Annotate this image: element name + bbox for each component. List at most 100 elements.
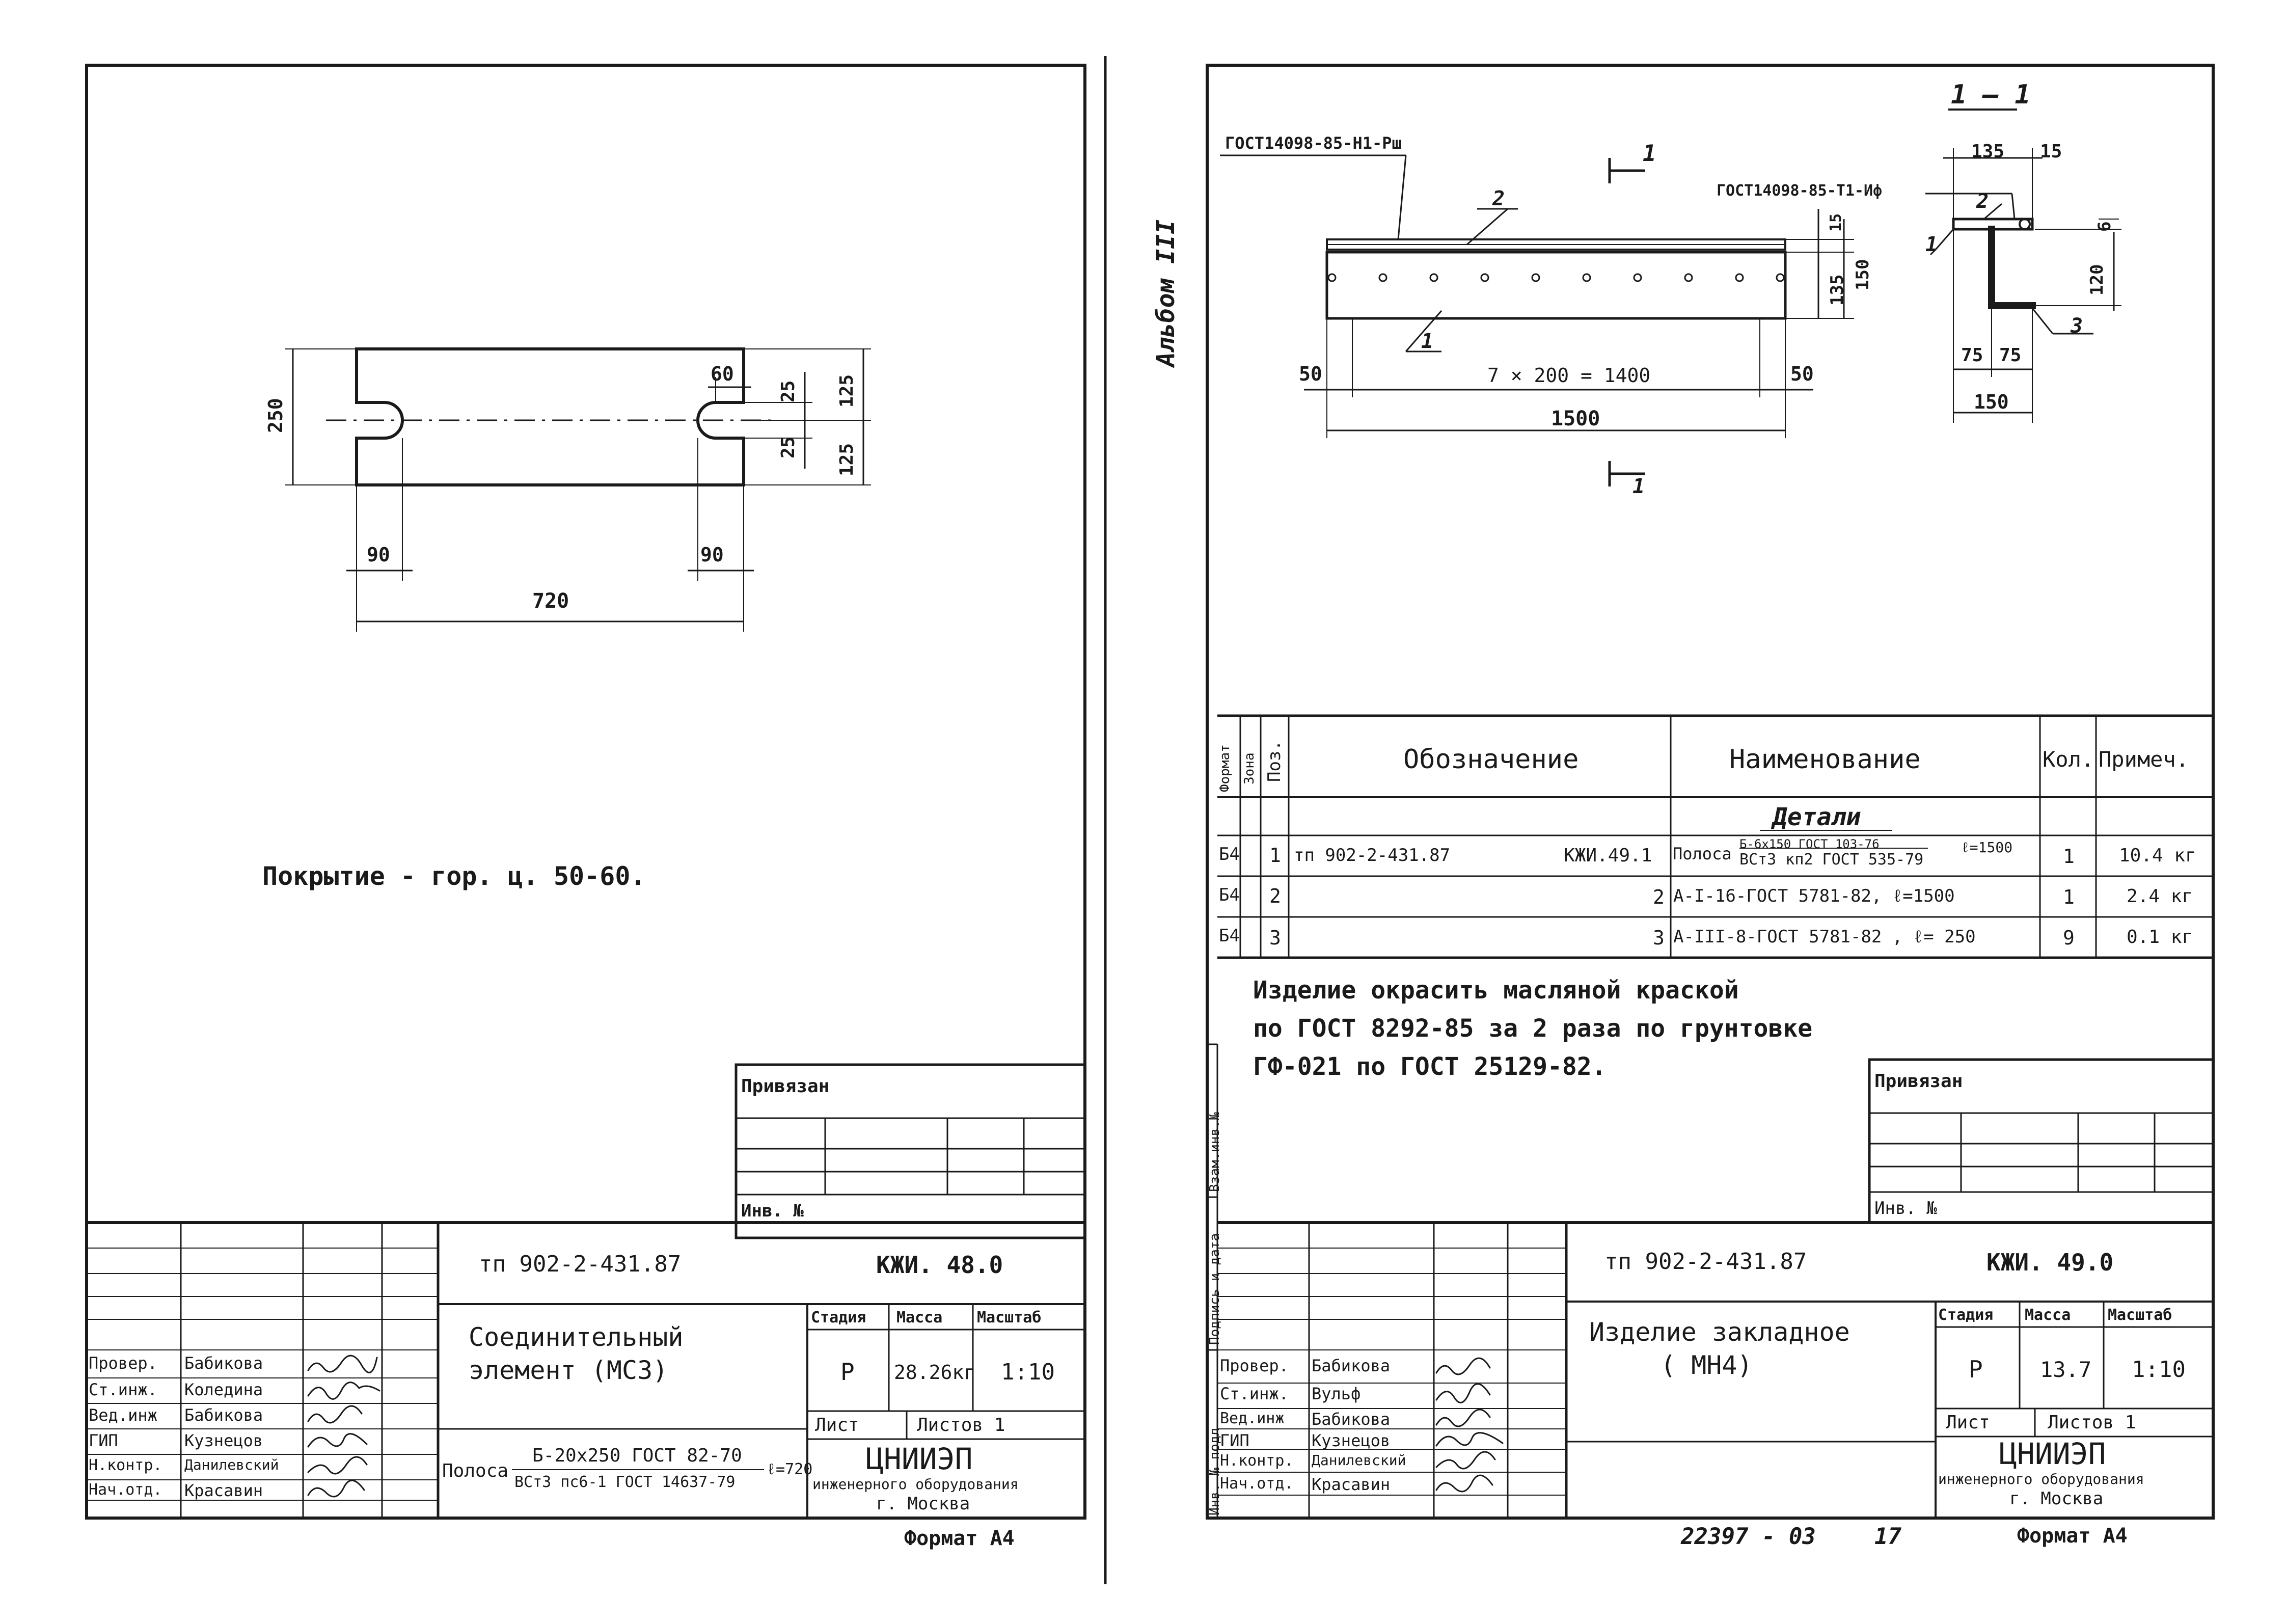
spec-r3-name: А-III-8-ГОСТ 5781-82 , ℓ= 250 — [1673, 927, 1976, 947]
privyazan-label-right: Привязан — [1874, 1071, 1963, 1092]
format-left: Формат А4 — [904, 1527, 1015, 1550]
dim-90-left: 90 — [367, 544, 390, 566]
dim-50-left: 50 — [1299, 363, 1322, 385]
spec-h-zone: Зона — [1242, 752, 1257, 784]
spec-h-designation: Обозначение — [1403, 744, 1579, 775]
spec-r1-name-len: ℓ=1500 — [1961, 839, 2013, 856]
spec-r2-name: А-I-16-ГОСТ 5781-82, ℓ=1500 — [1673, 886, 1955, 906]
tb-right-scale-h: Масштаб — [2108, 1306, 2172, 1324]
tb-left-org-sub2: г. Москва — [876, 1494, 970, 1514]
tb-left-stage: Р — [840, 1358, 855, 1386]
tb-left-name-row-4: Кузнецов — [184, 1431, 263, 1450]
dim-125-top: 125 — [836, 374, 857, 408]
tb-right-scale: 1:10 — [2132, 1357, 2186, 1383]
spec-r1-name-bot: ВСт3 кп2 ГОСТ 535-79 — [1739, 851, 1924, 869]
inv-no-label-right: Инв. № — [1874, 1198, 1937, 1219]
tb-right-name-row-6: Красавин — [1312, 1475, 1391, 1494]
tb-right-role-1: Провер. — [1220, 1356, 1289, 1375]
tb-left-name-row-1: Бабикова — [184, 1354, 263, 1373]
dim-135-top: 135 — [1971, 141, 2005, 162]
tb-right-role-3: Вед.инж — [1220, 1410, 1285, 1427]
spec-r1-name-top: Б-6х150 ГОСТ 103-76 — [1739, 837, 1880, 851]
gost-right-callout: ГОСТ14098-85-Т1-Иф — [1717, 182, 1883, 200]
spec-r3-pos: 3 — [1269, 927, 1281, 949]
tb-right-name-row-2: Вульф — [1312, 1384, 1361, 1403]
cut-label-bottom: 1 — [1632, 475, 1645, 498]
privyazan-label-left: Привязан — [741, 1076, 830, 1097]
spec-r3-qty: 9 — [2063, 927, 2075, 949]
tb-left-org-sub1: инженерного оборудования — [812, 1476, 1019, 1493]
cut-label-top: 1 — [1643, 141, 1656, 167]
tb-left-name-2: элемент (МС3) — [469, 1356, 668, 1385]
tb-left-material-bot: ВСт3 пс6-1 ГОСТ 14637-79 — [514, 1473, 736, 1491]
inv-no-label-left: Инв. № — [741, 1201, 804, 1221]
section-label: 1 – 1 — [1951, 79, 2031, 110]
paint-note-1: Изделие окрасить масляной краской — [1253, 976, 1739, 1005]
side-label-signature: Подпись и дата — [1207, 1233, 1222, 1345]
spec-r2-qty: 1 — [2063, 886, 2075, 908]
tb-right-name-row-1: Бабикова — [1312, 1356, 1391, 1375]
spec-r2-format: Б4 — [1219, 885, 1240, 905]
tb-right-sheets-h: Листов 1 — [2048, 1412, 2136, 1433]
tb-right-role-5: Н.контр. — [1220, 1452, 1294, 1470]
paint-note-2: по ГОСТ 8292-85 за 2 раза по грунтовке — [1253, 1014, 1813, 1043]
tb-left-org: ЦНИИЭП — [866, 1442, 973, 1476]
spec-r1-name-prefix: Полоса — [1673, 844, 1732, 863]
tb-left-material-prefix: Полоса — [442, 1460, 509, 1481]
tb-left-stage-h: Стадия — [811, 1309, 866, 1327]
tb-left-name-row-5: Данилевский — [184, 1456, 279, 1473]
spec-r1-code: КЖИ.49.1 — [1564, 845, 1652, 866]
dim-120: 120 — [2087, 264, 2107, 295]
format-right: Формат А4 — [2017, 1524, 2128, 1548]
tb-right-org-sub1: инженерного оборудования — [1938, 1471, 2144, 1487]
tb-right-name-1: Изделие закладное — [1589, 1317, 1850, 1347]
pos-3-section: 3 — [2071, 314, 2083, 338]
spec-h-format: Формат — [1217, 744, 1233, 792]
pos-2-section: 2 — [1976, 190, 1989, 213]
dim-25-bottom: 25 — [778, 436, 799, 458]
tb-left-material-top: Б-20х250 ГОСТ 82-70 — [532, 1445, 742, 1466]
spec-r3-code: 3 — [1653, 927, 1665, 949]
tb-left-sheets-h: Листов 1 — [917, 1415, 1005, 1436]
dim-6: 6 — [2094, 221, 2115, 232]
tb-left-mass-h: Масса — [896, 1309, 943, 1327]
tb-right-sheet-h: Лист — [1946, 1412, 1990, 1433]
archive-number: 22397 - 03 — [1681, 1524, 1816, 1550]
dim-135-side: 135 — [1827, 274, 1847, 306]
album-label: Альбом III — [1152, 220, 1180, 367]
tb-left-role-1: Провер. — [89, 1354, 157, 1373]
tb-left-doc-code: тп 902-2-431.87 — [479, 1251, 682, 1277]
tb-left-name-row-2: Коледина — [184, 1380, 263, 1399]
coating-note: Покрытие - гор. ц. 50-60. — [262, 861, 646, 891]
pos-2-main: 2 — [1492, 187, 1505, 210]
dim-15-top: 15 — [2040, 141, 2062, 162]
spec-h-pos: Поз. — [1264, 740, 1285, 782]
side-label-vzam: Взам.инв.№ — [1207, 1112, 1222, 1192]
dim-1500: 1500 — [1551, 407, 1600, 430]
spec-r1-format: Б4 — [1219, 844, 1240, 864]
tb-left-sheet-code: КЖИ. 48.0 — [876, 1251, 1003, 1279]
spec-h-note: Примеч. — [2099, 747, 2189, 772]
tb-left-sheet-h: Лист — [815, 1415, 859, 1436]
spec-h-qty: Кол. — [2043, 747, 2094, 772]
dim-60: 60 — [711, 363, 734, 385]
spec-r3-note: 0.1 кг — [2127, 927, 2193, 948]
dim-75-b: 75 — [1999, 345, 2022, 366]
gost-left-callout: ГОСТ14098-85-Н1-Рш — [1225, 133, 1402, 153]
tb-left-role-6: Нач.отд. — [89, 1481, 162, 1499]
tb-left-name-1: Соединительный — [469, 1322, 684, 1352]
dim-125-bottom: 125 — [836, 443, 857, 476]
tb-right-sheet-code: КЖИ. 49.0 — [1986, 1249, 2114, 1276]
dim-250: 250 — [264, 398, 287, 433]
spec-r1-pos: 1 — [1269, 844, 1281, 867]
paint-note-3: ГФ-021 по ГОСТ 25129-82. — [1253, 1052, 1607, 1081]
tb-right-role-6: Нач.отд. — [1220, 1475, 1294, 1493]
tb-left-mass: 28.26кг — [894, 1361, 976, 1384]
tb-right-name-2: ( МН4) — [1661, 1350, 1753, 1380]
spec-r1-qty: 1 — [2063, 845, 2075, 868]
spec-r2-note: 2.4 кг — [2127, 886, 2193, 907]
dim-150-side: 150 — [1853, 259, 1873, 290]
tb-right-role-4: ГИП — [1220, 1431, 1249, 1450]
tb-left-name-row-6: Красавин — [184, 1481, 263, 1500]
